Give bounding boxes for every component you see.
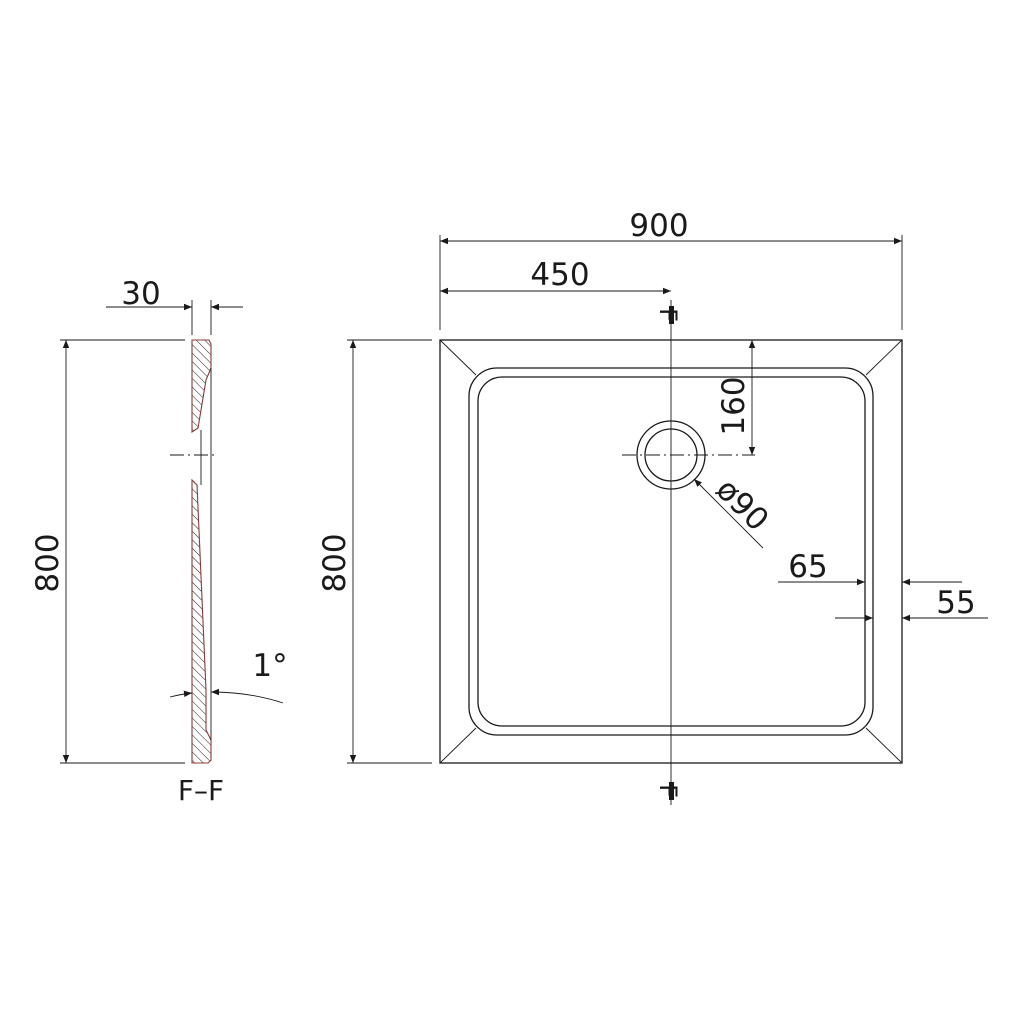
plan-view: 900 450 F F 800 160 ø90 65 55	[317, 208, 988, 805]
section-height-label: 800	[30, 533, 66, 592]
drain-offset-label: 160	[716, 376, 752, 435]
section-marker-bottom: F	[654, 784, 682, 798]
corner-line	[865, 727, 903, 764]
section-profile-hatched-top	[191, 339, 212, 434]
section-title: F–F	[178, 774, 224, 807]
rim-inner-label: 65	[788, 549, 827, 585]
section-view: 30 800 1° F–F	[30, 276, 288, 807]
thickness-label: 30	[121, 276, 160, 312]
rim-outer-label: 55	[936, 585, 975, 621]
corner-line	[439, 339, 477, 376]
height-label: 800	[317, 533, 353, 592]
section-marker-bar	[669, 306, 674, 324]
drain-diameter-label: ø90	[709, 472, 776, 539]
section-marker-bar	[669, 782, 674, 800]
corner-line	[865, 339, 903, 376]
slope-label: 1°	[252, 648, 287, 684]
width-label: 900	[629, 208, 688, 244]
half-width-label: 450	[530, 257, 589, 293]
angle-arc	[169, 690, 193, 698]
section-marker-top: F	[654, 308, 682, 322]
section-profile-hatched-bottom	[191, 478, 212, 764]
tray-floor	[477, 376, 866, 727]
angle-arc	[210, 688, 284, 704]
corner-line	[439, 727, 477, 764]
diameter-leader	[693, 478, 764, 549]
